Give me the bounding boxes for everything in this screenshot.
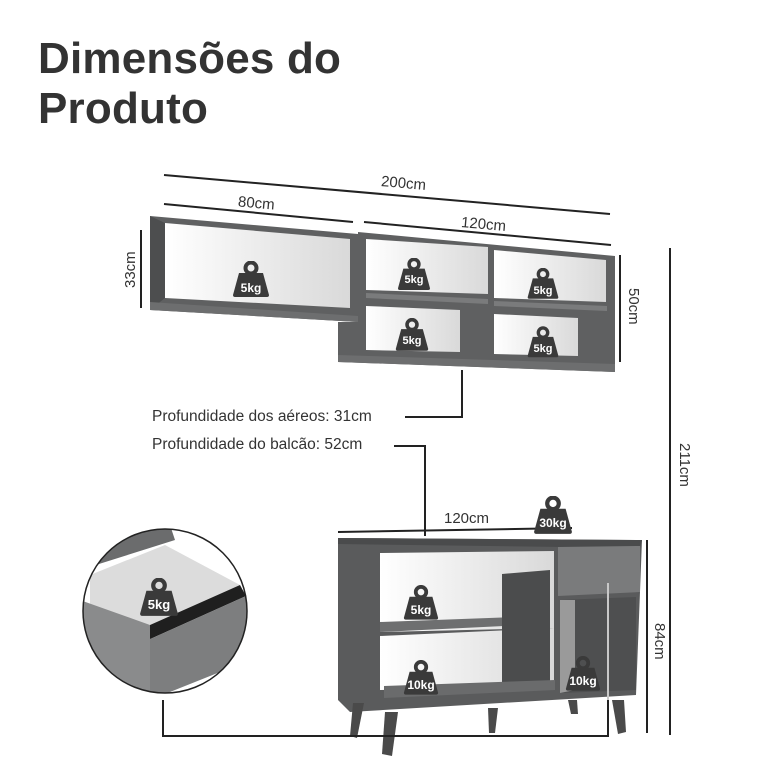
base-width-line [337,527,573,533]
dim-left-height: 33cm [122,251,139,288]
weight-label: 30kg [539,516,566,530]
drawer-detail-inset: 5kg [82,528,248,694]
weight-label: 5kg [411,603,432,617]
depth-base-label: Profundidade do balcão: 52cm [152,436,363,453]
dim-base-width: 120cm [444,510,490,527]
upper-cabinet-right [338,232,615,372]
weight-label: 10kg [407,678,434,692]
upper-dimension-lines [140,174,621,362]
depth-leader-lines [394,370,463,536]
weight-label: 5kg [403,335,422,347]
upper-cabinet-left [150,216,358,322]
weight-label: 5kg [148,597,170,612]
title-line-1: Dimensões do [38,34,342,83]
dim-total-height: 211cm [676,443,693,487]
drawer-front [558,546,640,596]
dim-base-height: 84cm [651,623,668,660]
weight-label: 5kg [405,274,424,286]
page-title: Dimensões do Produto [38,34,341,134]
weight-label: 5kg [534,285,553,297]
depth-upper-label: Profundidade dos aéreos: 31cm [152,408,372,425]
weight-label: 5kg [241,281,262,295]
dim-right-height: 50cm [625,288,642,325]
weight-label: 5kg [534,343,553,355]
title-line-2: Produto [38,84,209,133]
base-cabinet [338,538,642,756]
dim-left-width: 80cm [237,193,276,214]
weight-label: 10kg [569,674,596,688]
